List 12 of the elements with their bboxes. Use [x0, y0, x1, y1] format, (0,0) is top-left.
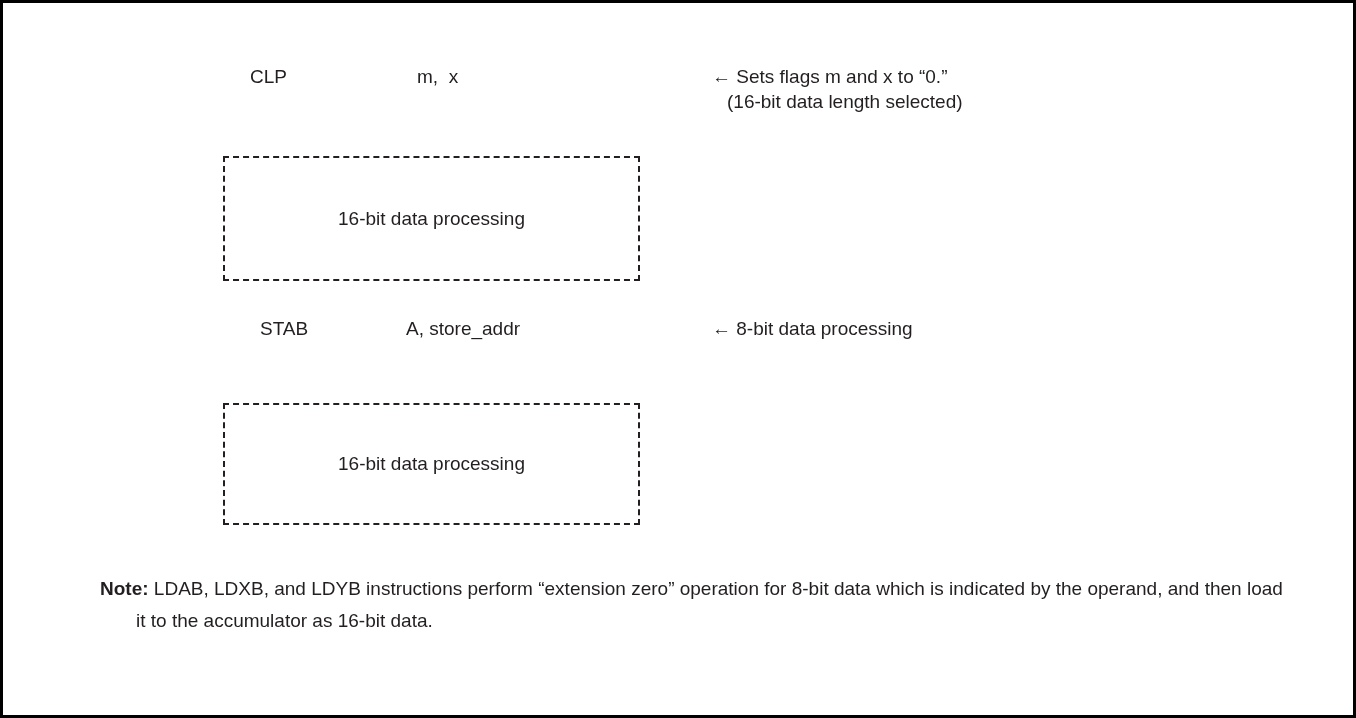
note-text: Note: LDAB, LDXB, and LDYB instructions perform “extension zero” operation for 8-bit data which is indicated by the operand, and then load it to the accumulator as 16-bit data. — [100, 577, 1284, 633]
instruction-text: CLP — [250, 65, 287, 89]
comment-text: ← Sets flags m and x to “0.” — [712, 65, 948, 89]
block-label: 16-bit data processing — [338, 453, 525, 475]
operand-text: m, x — [417, 65, 459, 89]
comment-text: (16-bit data length selected) — [727, 90, 963, 114]
operand-text: A, store_addr — [406, 317, 521, 341]
comment-text: ← 8-bit data processing — [712, 317, 913, 341]
instruction-text: STAB — [260, 317, 309, 341]
processing-block — [223, 156, 640, 281]
block-label: 16-bit data processing — [338, 207, 525, 230]
processing-block — [223, 403, 640, 525]
